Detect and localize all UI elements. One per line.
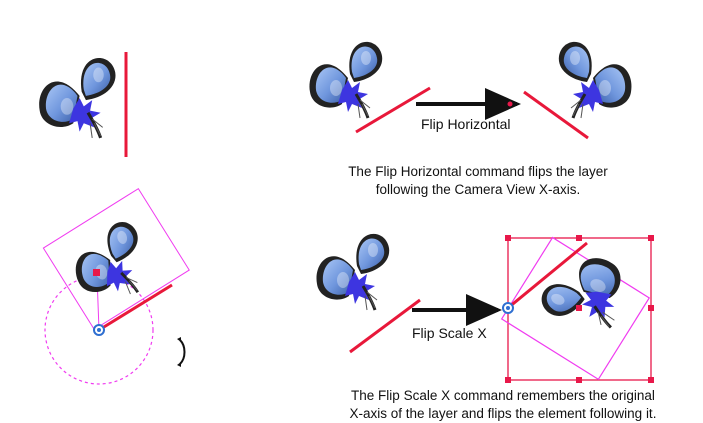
axis-line (355, 86, 431, 134)
flip-scale-x-caption: The Flip Scale X command remembers the o… (308, 387, 698, 423)
flip-horizontal-label: Flip Horizontal (421, 116, 511, 132)
axis-line (523, 90, 589, 140)
bounding-box-handles (505, 235, 654, 383)
butterfly-icon (534, 239, 639, 342)
axis-line (507, 241, 588, 310)
flip-scale-x-caption-line1: The Flip Scale X command remembers the o… (351, 388, 655, 403)
axis-line (98, 283, 173, 332)
flip-horizontal-caption: The Flip Horizontal command flips the la… (318, 163, 638, 199)
pivot-handle (576, 305, 582, 311)
butterfly-icon (37, 56, 118, 140)
rotate-cursor-icon (177, 337, 186, 367)
butterfly-icon (307, 40, 384, 120)
butterfly-icon (314, 232, 391, 312)
flip-scale-x-caption-line2: X-axis of the layer and flips the elemen… (349, 406, 657, 421)
butterfly-icon (557, 40, 634, 120)
axis-line (349, 298, 421, 354)
transform-box (42, 187, 190, 331)
butterfly-icon (64, 217, 153, 308)
pivot-handle (93, 269, 100, 276)
flip-horizontal-caption-line1: The Flip Horizontal command flips the la… (348, 164, 608, 179)
flip-scale-x-label: Flip Scale X (412, 325, 487, 341)
flip-horizontal-caption-line2: following the Camera View X-axis. (375, 182, 581, 197)
